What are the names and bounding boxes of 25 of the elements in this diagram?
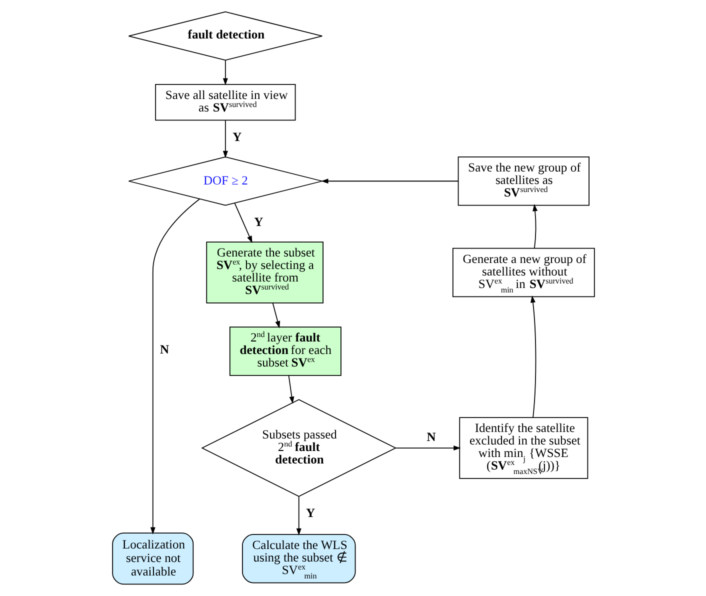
arrow [532, 204, 538, 249]
node-diamond: fault detection [128, 11, 322, 61]
node-box: Localization service not available [112, 532, 194, 585]
arrow [530, 295, 536, 418]
node-box: 2$^{nd}$ layer fault detection for each subset SV$^{ex}$ [228, 326, 341, 376]
arrow [296, 496, 301, 536]
node-box: Save the new group of satellites as SV$^{survived}$ [457, 156, 589, 206]
arrow [288, 375, 294, 404]
arrow [394, 446, 460, 451]
node-box: Generate the subset SV$^{ex}$, by selecting a satellite from SV$^{survived}$ [206, 242, 323, 304]
node-diamond: Subsets passed 2$^{nd}$ fault detection [200, 399, 396, 497]
edge-label: Y [232, 130, 242, 144]
edge-label: N [426, 430, 436, 444]
edge-label: Y [306, 506, 315, 520]
arrow [272, 302, 280, 328]
arrow [222, 120, 228, 158]
edge-label: Y [254, 215, 263, 230]
arrow [222, 60, 228, 86]
node-diamond: DOF ≥ 2 [128, 156, 322, 206]
node-box: Save all satellite in view as SV$^{survived}$ [154, 84, 296, 121]
arrow [234, 202, 252, 244]
edge-label: N [160, 342, 169, 357]
node-box: Generate a new group of satellites without SV$^{ex}$$_{min}$ in SV$^{survived}$ [452, 248, 594, 298]
arrow [320, 178, 458, 184]
arrow [150, 198, 200, 534]
